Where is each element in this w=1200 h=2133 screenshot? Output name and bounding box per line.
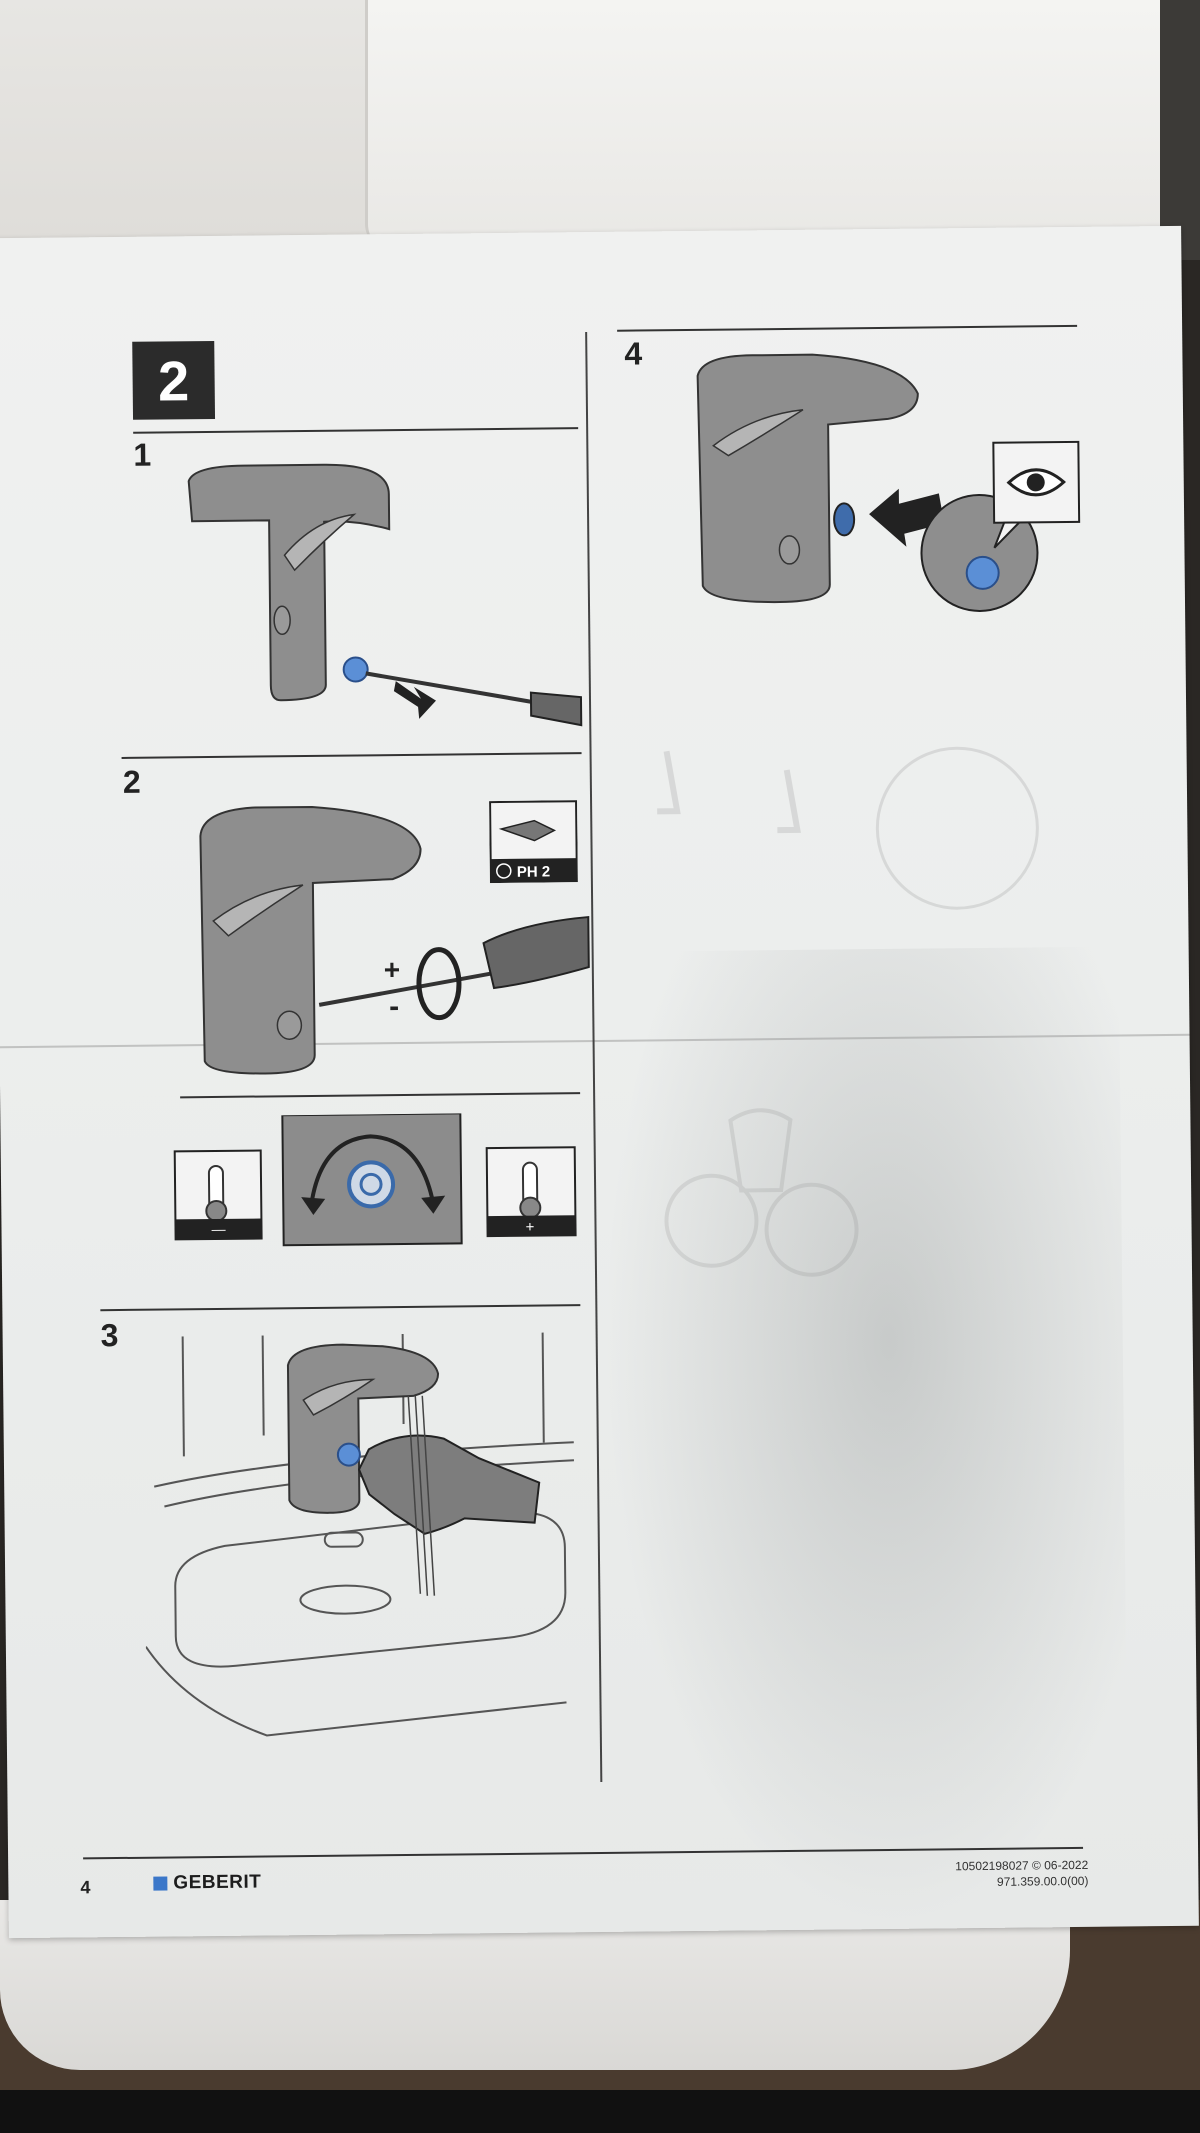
background-top — [0, 0, 1200, 260]
brand-square-icon — [153, 1876, 168, 1891]
tool-label: PH 2 — [517, 863, 551, 880]
instruction-sheet: 2 1 4 2 3 + - — [0, 225, 1199, 1939]
hand-icon — [357, 1434, 541, 1535]
arrow-remove-icon — [393, 681, 436, 719]
temp-plus-sign: + — [525, 1219, 534, 1236]
faucet-step-2 — [199, 805, 422, 1075]
arrow-left-icon — [869, 488, 945, 547]
step-2-illustration: + - — [199, 805, 590, 1075]
step-4-illustration — [696, 353, 1081, 612]
temp-panel-cold: — — [173, 1149, 263, 1241]
brand-logo: GEBERIT — [153, 1872, 261, 1895]
dark-edge — [1160, 0, 1200, 260]
temperature-adjust-row: — + — [173, 1112, 577, 1247]
step-number-2: 2 — [122, 763, 141, 800]
screwdriver-handle-2 — [482, 915, 590, 990]
step-number-3: 3 — [100, 1317, 119, 1354]
phillips-icon — [496, 863, 512, 879]
floor-strip — [0, 2090, 1200, 2133]
step-3-illustration — [145, 1332, 575, 1737]
document-code: 10502198027 © 06-2022 — [955, 1857, 1089, 1874]
faucet-step-3 — [286, 1343, 440, 1514]
tool-box: PH 2 — [489, 800, 578, 884]
section-number: 2 — [157, 348, 190, 413]
temp-minus-sign: — — [211, 1221, 225, 1237]
back-page-showthrough — [657, 746, 1039, 910]
sensor-detail — [965, 555, 1000, 590]
rotate-icon — [416, 947, 462, 1021]
step-1-illustration — [187, 463, 583, 727]
document-code-2: 971.359.00.0(00) — [996, 1873, 1089, 1889]
rule-step-2 — [121, 752, 582, 759]
minus-sign: - — [389, 990, 399, 1023]
photo-shadow — [598, 946, 1129, 1932]
rule-step-4 — [617, 324, 1078, 332]
step-number-1: 1 — [133, 436, 152, 473]
faucet-step-1 — [187, 463, 391, 702]
plus-sign: + — [384, 954, 401, 985]
brand-name: GEBERIT — [173, 1871, 262, 1894]
rotate-arc-icon — [309, 1134, 436, 1206]
document-reference: 10502198027 © 06-2022 971.359.00.0(00) — [955, 1857, 1088, 1890]
sensor-cap-removed — [833, 502, 856, 537]
blue-sensor-cap — [342, 656, 369, 683]
blue-sensor — [336, 1442, 361, 1467]
page-number: 4 — [80, 1877, 91, 1898]
screwdriver-shaft-2 — [318, 971, 495, 1007]
adjust-dial-panel — [281, 1112, 463, 1247]
rule-step-1 — [133, 427, 579, 434]
faucet-step-4 — [696, 353, 919, 604]
back-page-showthrough-2 — [664, 1108, 859, 1277]
dial-icon — [347, 1160, 396, 1209]
screwdriver-bit-icon — [498, 819, 557, 842]
screwdriver-shaft — [365, 671, 537, 705]
ceramic-tile — [365, 0, 1168, 250]
temp-panel-hot: + — [485, 1146, 577, 1238]
step-number-4: 4 — [624, 335, 643, 372]
section-number-box: 2 — [132, 340, 216, 420]
rule-step-3 — [100, 1304, 581, 1312]
screwdriver-handle — [529, 691, 583, 727]
rule-step-2b — [180, 1092, 581, 1099]
water-stream — [407, 1395, 436, 1596]
